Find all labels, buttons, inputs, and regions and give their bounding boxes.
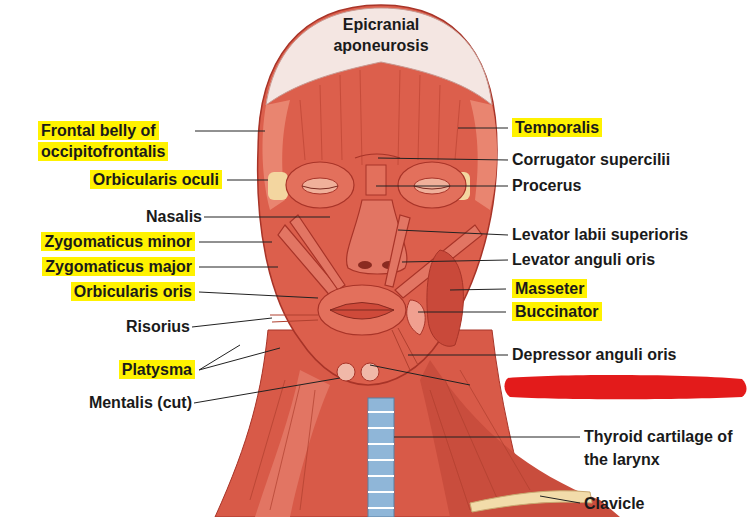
label-box: Levator anguli oris — [512, 249, 742, 270]
muscle-label: Nasalis — [146, 208, 202, 225]
label-box: Zygomaticus major — [5, 256, 195, 277]
label-box: Risorius — [2, 316, 190, 337]
muscle-label: Frontal belly of occipitofrontalis — [38, 121, 168, 161]
label-box: Nasalis — [2, 206, 202, 227]
muscle-label: Masseter — [512, 279, 587, 298]
label-box: Orbicularis oris — [5, 281, 195, 302]
label-box: Frontal belly of occipitofrontalis — [38, 120, 198, 162]
label-box: Epicranial aponeurosis — [321, 14, 441, 56]
label-box: Levator labii superioris — [512, 224, 747, 245]
muscle-label: Procerus — [512, 177, 581, 194]
muscle-label: Mentalis (cut) — [89, 394, 192, 411]
muscle-label: Levator anguli oris — [512, 251, 655, 268]
label-box: Buccinator — [512, 301, 642, 322]
label-box: Masseter — [512, 278, 642, 299]
muscle-label: Levator labii superioris — [512, 226, 688, 243]
label-box: Zygomaticus minor — [5, 231, 195, 252]
muscle-label: Zygomaticus minor — [41, 232, 195, 251]
muscle-label: Thyroid cartilage of the larynx — [584, 428, 732, 468]
label-box: Mentalis (cut) — [2, 392, 192, 413]
label-box: Corrugator supercilii — [512, 149, 742, 170]
muscle-label: Buccinator — [512, 302, 602, 321]
label-box: Depressor anguli oris — [512, 344, 742, 365]
muscle-label: Epicranial aponeurosis — [333, 16, 428, 54]
label-box: Temporalis — [512, 117, 642, 138]
muscle-label: Orbicularis oculi — [90, 170, 222, 189]
muscle-label: Orbicularis oris — [71, 282, 195, 301]
muscle-label: Clavicle — [584, 495, 644, 512]
muscle-label: Zygomaticus major — [42, 257, 195, 276]
muscle-label: Risorius — [126, 318, 190, 335]
muscle-label: Temporalis — [512, 118, 602, 137]
muscle-label: Corrugator supercilii — [512, 151, 670, 168]
label-box: Platysma — [5, 359, 195, 380]
label-box: Clavicle — [584, 493, 734, 514]
label-box: Thyroid cartilage of the larynx — [584, 425, 744, 471]
label-box: Orbicularis oculi — [22, 169, 222, 190]
label-box: Procerus — [512, 175, 742, 196]
muscle-label: Platysma — [119, 360, 195, 379]
muscle-label: Depressor anguli oris — [512, 346, 677, 363]
